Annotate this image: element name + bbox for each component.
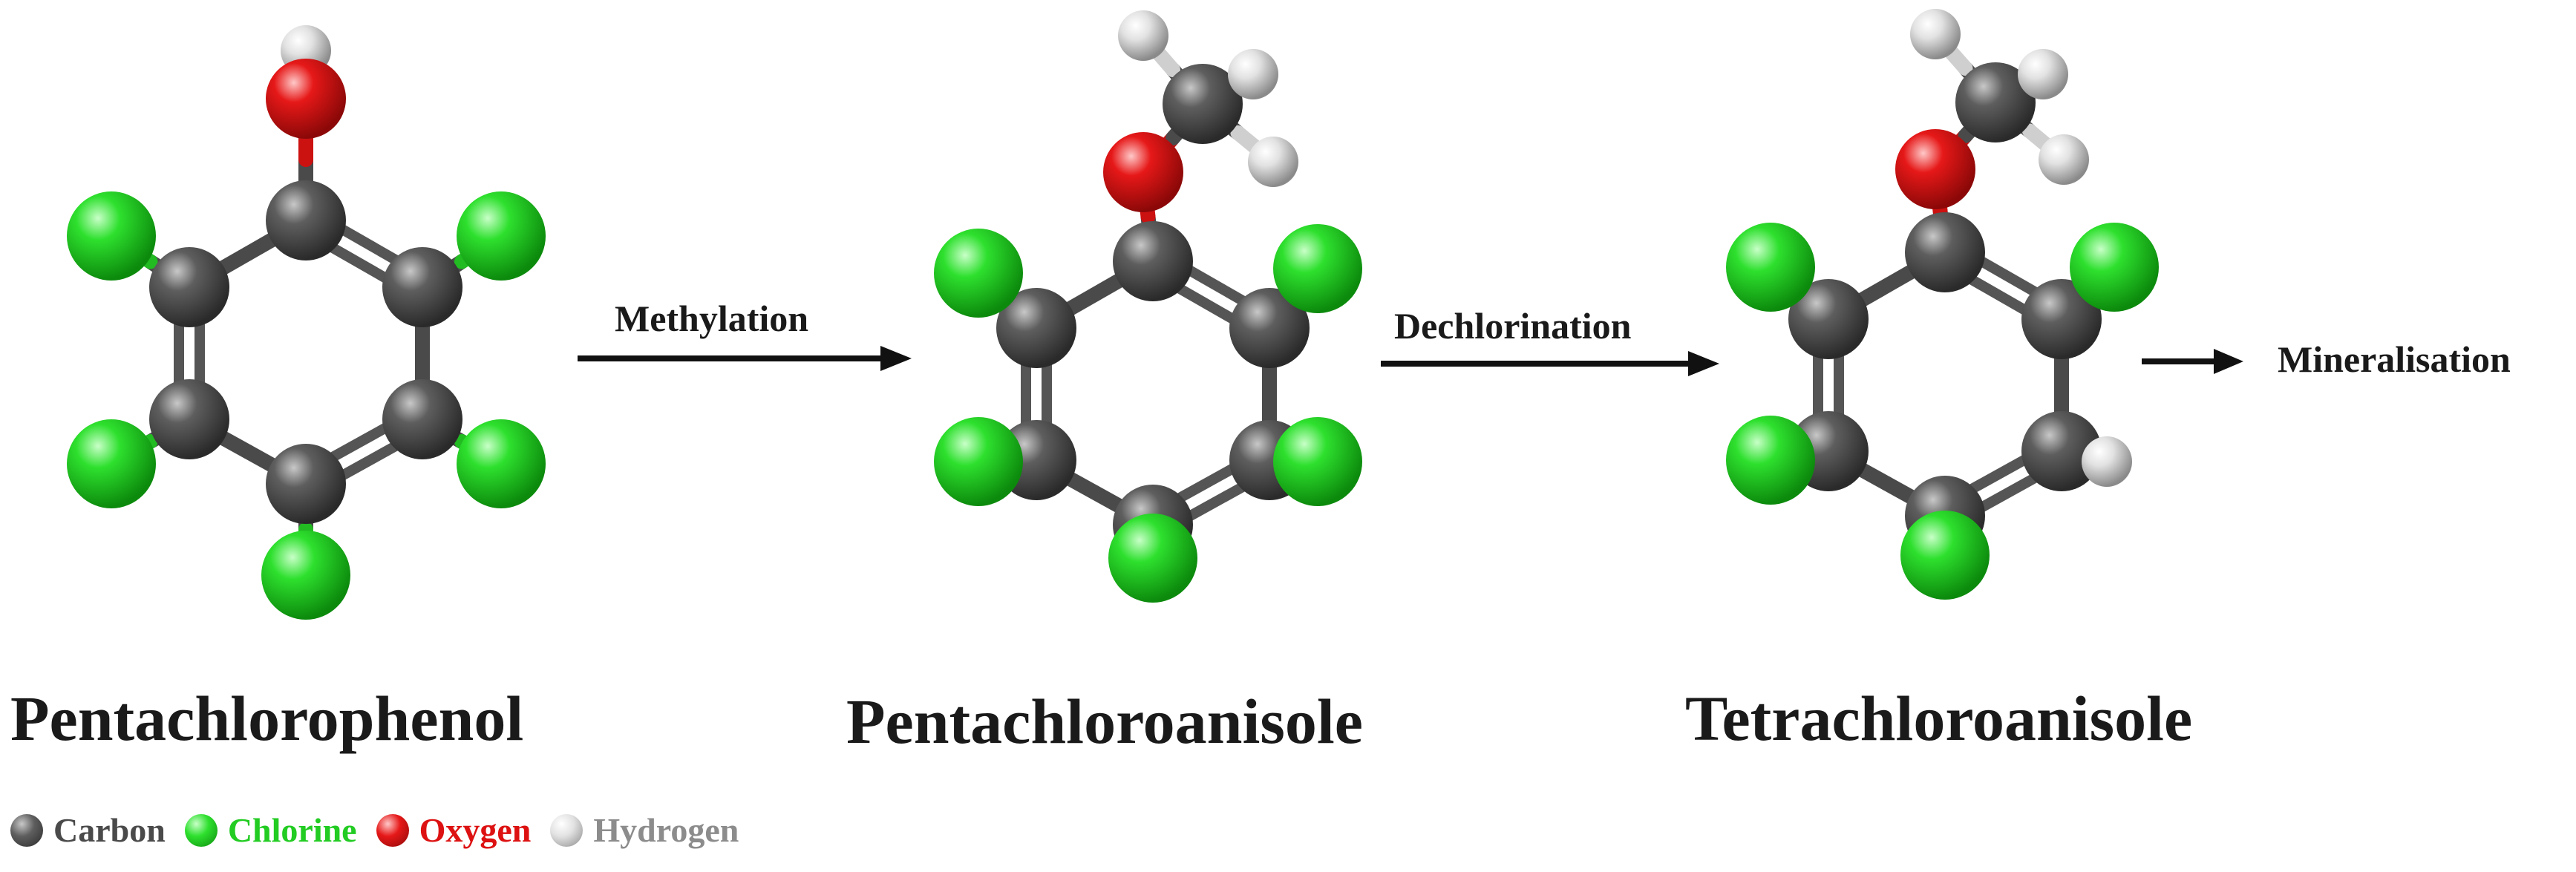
carbon-atom [382, 379, 462, 459]
hydrogen-atom [1228, 49, 1278, 99]
hydrogen-atom-icon [550, 813, 583, 847]
hydrogen-atom [1248, 137, 1298, 187]
chlorine-atom [934, 229, 1023, 318]
carbon-atom [996, 288, 1076, 368]
legend-label-hydrogen: Hydrogen [593, 811, 739, 849]
pentachloroanisole-model [934, 10, 1362, 603]
hydrogen-atom [2039, 134, 2089, 185]
atom-legend: Carbon Chlorine Oxygen Hydrogen [10, 810, 758, 850]
dechlorination-label: Dechlorination [1394, 305, 1632, 347]
tetrachloroanisole-model [1726, 9, 2159, 600]
legend-label-carbon: Carbon [53, 811, 166, 849]
hydrogen-atom [2082, 436, 2132, 487]
legend-label-oxygen: Oxygen [419, 811, 532, 849]
carbon-atom [1229, 288, 1310, 368]
oxygen-atom [1895, 129, 1975, 209]
chlorine-atom [2070, 223, 2159, 312]
hydrogen-atom [2018, 49, 2068, 99]
legend-item-chlorine: Chlorine [184, 810, 357, 850]
pentachlorophenol-title: Pentachlorophenol [10, 683, 524, 754]
carbon-atom [149, 379, 229, 459]
carbon-atom-icon [10, 813, 43, 847]
carbon-atom [382, 247, 462, 327]
chlorine-atom-icon [184, 813, 218, 847]
chlorine-atom [1273, 417, 1362, 506]
methylation-arrow [578, 346, 912, 371]
carbon-atom [266, 180, 346, 260]
oxygen-atom [266, 59, 346, 139]
chlorine-atom [1108, 514, 1197, 603]
chlorine-atom [1726, 223, 1815, 312]
chlorine-atom [67, 191, 156, 281]
legend-item-hydrogen: Hydrogen [550, 810, 739, 850]
chlorine-atom [1726, 416, 1815, 505]
legend-label-chlorine: Chlorine [227, 811, 357, 849]
carbon-atom [1955, 62, 2036, 142]
hydrogen-atom [1910, 9, 1961, 59]
oxygen-atom [1103, 132, 1183, 212]
chlorine-atom [934, 417, 1023, 506]
chlorine-atom [457, 191, 546, 281]
methylation-label: Methylation [615, 298, 809, 339]
pentachloroanisole-title: Pentachloroanisole [846, 686, 1363, 757]
hydrogen-atom [1118, 10, 1168, 61]
legend-item-oxygen: Oxygen [376, 810, 532, 850]
carbon-atom [1788, 279, 1869, 359]
chlorine-atom [457, 419, 546, 508]
chlorine-atom [261, 531, 350, 620]
mineralisation-label: Mineralisation [2278, 338, 2511, 380]
pentachlorophenol-model [67, 25, 546, 620]
legend-item-carbon: Carbon [10, 810, 166, 850]
chlorine-atom [67, 419, 156, 508]
carbon-atom [2021, 411, 2102, 491]
chlorine-atom [1900, 511, 1990, 600]
carbon-atom [1113, 221, 1193, 301]
mineralisation-arrow [2142, 349, 2243, 374]
carbon-atom [2021, 279, 2102, 359]
chlorine-atom [1273, 224, 1362, 313]
tetrachloroanisole-title: Tetrachloroanisole [1685, 683, 2193, 754]
carbon-atom [266, 444, 346, 524]
oxygen-atom-icon [376, 813, 409, 847]
carbon-atom [1905, 212, 1985, 292]
dechlorination-arrow [1381, 351, 1719, 376]
carbon-atom [1163, 64, 1243, 144]
carbon-atom [149, 247, 229, 327]
